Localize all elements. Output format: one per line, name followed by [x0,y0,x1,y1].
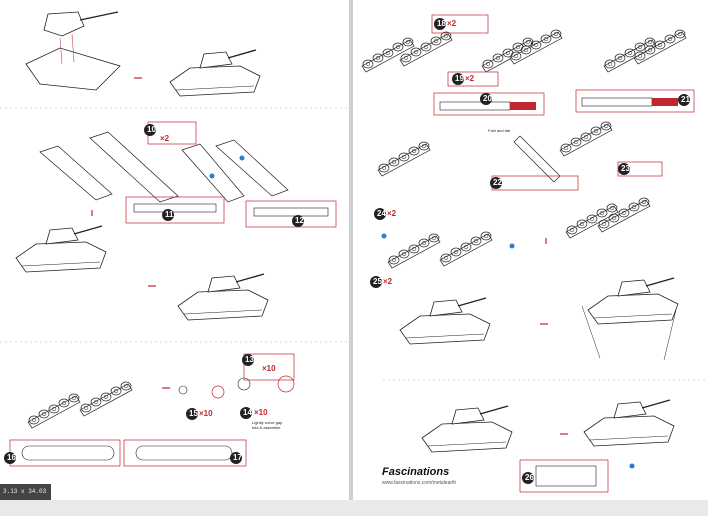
tank-final-left [421,405,513,453]
quantity-19: ×2 [465,74,475,83]
note-step-14: Lightly curve gap fold & assemble [252,420,283,430]
step-number-20: 20 [483,94,492,103]
step-number-18: 18 [437,19,446,28]
tank-with-fenders [15,225,107,273]
step-number-21: 21 [681,95,690,104]
step-hull-turret-before [25,11,121,91]
tank-hull-lifted [587,277,679,325]
step-number-10: 10 [147,125,156,134]
track-mounting-left [388,234,440,268]
step-number-25: 25 [373,277,382,286]
detail-box-19 [447,71,499,87]
fender-right-2 [215,139,289,197]
quantity-14: ×10 [254,408,268,417]
step-number-24: 24 [377,209,386,218]
quantity-15: ×10 [199,409,213,418]
quantity-25: ×2 [383,277,393,286]
detail-box-26 [519,459,609,493]
track-right-fold [560,122,612,156]
step-number-13: 13 [245,355,254,364]
step-number-23: 23 [621,164,630,173]
step-number-22: 22 [493,178,502,187]
detail-box-17 [123,439,247,467]
step-number-19: 19 [455,74,464,83]
track-right-parts [80,382,132,416]
track-left-parts [28,394,80,428]
page-gutter [349,0,353,500]
fender-left-2 [89,131,179,203]
track-left-fold [378,142,430,176]
step-number-11: 11 [165,210,174,219]
step-number-17: 17 [233,453,242,462]
detail-box-22 [491,175,579,191]
note-step-21: Fold and tab [488,128,511,133]
brand-logo: Fascinations [382,466,450,478]
detail-box-11 [125,196,225,224]
detail-box-12 [245,200,337,228]
fender-left [39,145,113,201]
tank-assembled-top [169,49,261,97]
detail-box-21 [575,89,695,113]
quantity-24: ×2 [387,209,397,218]
step-number-26: 26 [525,473,534,482]
track-mounting-right [440,232,492,266]
detail-box-13 [243,353,295,381]
tank-with-tracks [399,297,491,345]
fender-right [181,143,245,203]
tracks-row-top [362,30,686,72]
tank-final-right [583,399,675,447]
tank-fenders-attached [177,273,269,321]
step-number-12: 12 [295,216,304,225]
quantity-13: ×10 [262,364,276,373]
assembly-diagram [0,11,708,493]
brand-url: www.fascinations.com/metalearth [382,480,457,486]
step-number-14: 14 [243,408,252,417]
quantity-18: ×2 [447,19,457,28]
detail-box-20 [433,92,545,116]
step-number-15: 15 [189,409,198,418]
dimension-tag: 3.13 x 34.03 cm [0,484,51,511]
detail-box-18 [431,14,489,34]
step-number-16: 16 [7,453,16,462]
quantity-10: ×2 [160,134,170,143]
